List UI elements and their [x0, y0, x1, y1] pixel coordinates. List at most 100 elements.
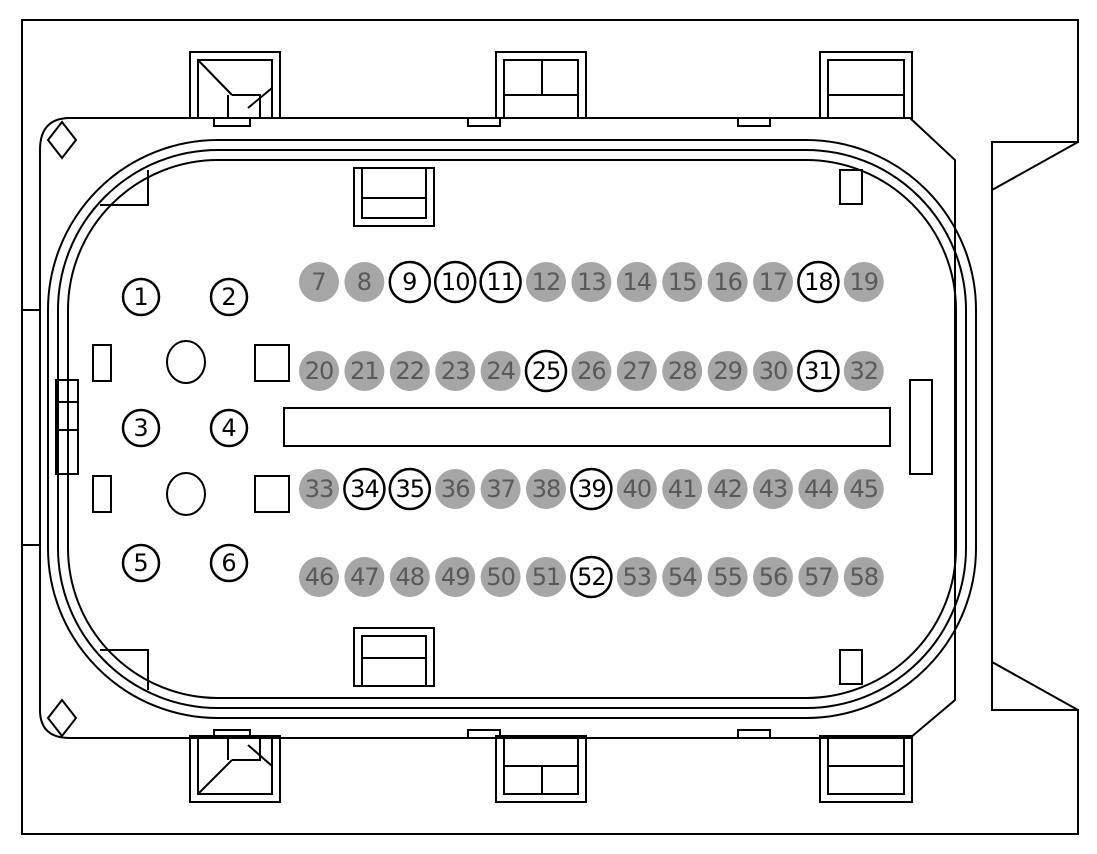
pin-46: 46 [299, 557, 339, 597]
pin-45-marker [843, 469, 884, 509]
pin-55-marker [707, 557, 748, 597]
pin-1-label: 1 [133, 283, 148, 311]
pin-4-label: 4 [221, 414, 236, 442]
top-right-post [839, 169, 863, 205]
pin-54-marker [662, 557, 703, 597]
pin-50: 50 [480, 557, 521, 597]
pin-13: 13 [571, 262, 612, 302]
pin-58-label: 58 [850, 563, 879, 591]
guide-block-upper [254, 344, 290, 382]
pin-23-marker [435, 351, 476, 391]
left-rib [22, 309, 40, 546]
pin-29: 29 [707, 351, 748, 391]
pin-10-marker [433, 260, 477, 304]
right-notch-lower [991, 661, 1079, 711]
pin-1: 1 [121, 277, 161, 317]
pin-16-label: 16 [713, 268, 742, 296]
pin-9: 9 [388, 260, 432, 304]
pin-22-marker [389, 351, 430, 391]
pin-4-marker [209, 408, 249, 448]
pin-53-label: 53 [623, 563, 652, 591]
pin-15-label: 15 [668, 268, 697, 296]
pin-54: 54 [662, 557, 703, 597]
pin-18-label: 18 [804, 268, 833, 296]
pin-39-label: 39 [577, 475, 606, 503]
pin-13-label: 13 [577, 268, 606, 296]
pin-57-marker [798, 557, 839, 597]
pin-30: 30 [753, 351, 793, 391]
top-latch-left [189, 51, 281, 127]
pin-10: 10 [433, 260, 477, 304]
pin-46-marker [299, 557, 339, 597]
pin-34-label: 34 [350, 475, 379, 503]
pin-50-label: 50 [486, 563, 515, 591]
bottom-right-post [839, 649, 863, 685]
pin-56-label: 56 [759, 563, 788, 591]
connector-body [39, 117, 956, 739]
pin-35-label: 35 [396, 475, 425, 503]
pin-41: 41 [662, 469, 703, 509]
pin-28-marker [662, 351, 703, 391]
guide-hole-lower [166, 472, 206, 516]
pin-5: 5 [121, 543, 161, 583]
guide-slot-lower [92, 475, 112, 513]
pin-43-label: 43 [759, 475, 788, 503]
pin-27-label: 27 [623, 357, 652, 385]
cavity-outer-seal [47, 139, 977, 719]
pin-47-label: 47 [350, 563, 379, 591]
pin-9-marker [388, 260, 432, 304]
pin-6-label: 6 [221, 549, 236, 577]
pin-7-label: 7 [311, 268, 326, 296]
pin-21: 21 [344, 351, 385, 391]
pin-37: 37 [480, 469, 521, 509]
pin-7-marker [299, 262, 339, 302]
pin-56: 56 [753, 557, 793, 597]
pin-38: 38 [526, 469, 566, 509]
pin-3-marker [121, 408, 161, 448]
pin-28: 28 [662, 351, 703, 391]
pin-11: 11 [479, 260, 522, 304]
pin-11-marker [479, 260, 522, 304]
pin-14-marker [616, 262, 657, 302]
pin-42-label: 42 [713, 475, 742, 503]
pin-33-marker [299, 469, 339, 509]
pin-49: 49 [435, 557, 476, 597]
guide-slot-upper [92, 344, 112, 382]
pin-34: 34 [343, 467, 386, 511]
guide-hole-upper [166, 340, 206, 384]
pin-53: 53 [616, 557, 657, 597]
right-notch-upper [991, 141, 1079, 191]
pin-18-marker [797, 260, 840, 304]
right-clip [909, 379, 933, 475]
pin-31-marker [797, 349, 840, 393]
pin-32: 32 [843, 351, 884, 391]
pin-25-label: 25 [532, 357, 561, 385]
pin-23: 23 [435, 351, 476, 391]
pin-53-marker [616, 557, 657, 597]
pin-44: 44 [798, 469, 839, 509]
pin-19-marker [843, 262, 884, 302]
pin-36: 36 [435, 469, 476, 509]
pin-31: 31 [797, 349, 840, 393]
outer-frame [21, 19, 1079, 835]
pin-8-marker [344, 262, 385, 302]
cavity-middle-seal [57, 149, 967, 709]
pin-52: 52 [570, 555, 613, 599]
pin-3-label: 3 [133, 414, 148, 442]
pin-20-label: 20 [305, 357, 334, 385]
pin-22-label: 22 [396, 357, 425, 385]
pin-42-marker [707, 469, 748, 509]
pin-46-label: 46 [305, 563, 334, 591]
top-latch-right [737, 51, 913, 127]
pin-17: 17 [753, 262, 793, 302]
pin-44-marker [798, 469, 839, 509]
pin-57-label: 57 [804, 563, 833, 591]
pin-6-marker [209, 543, 249, 583]
pin-36-label: 36 [441, 475, 470, 503]
pin-5-label: 5 [133, 549, 148, 577]
pin-26: 26 [571, 351, 612, 391]
connector-housing [21, 19, 1079, 835]
pin-24-marker [480, 351, 521, 391]
corner-key-bottom-left [46, 698, 78, 738]
